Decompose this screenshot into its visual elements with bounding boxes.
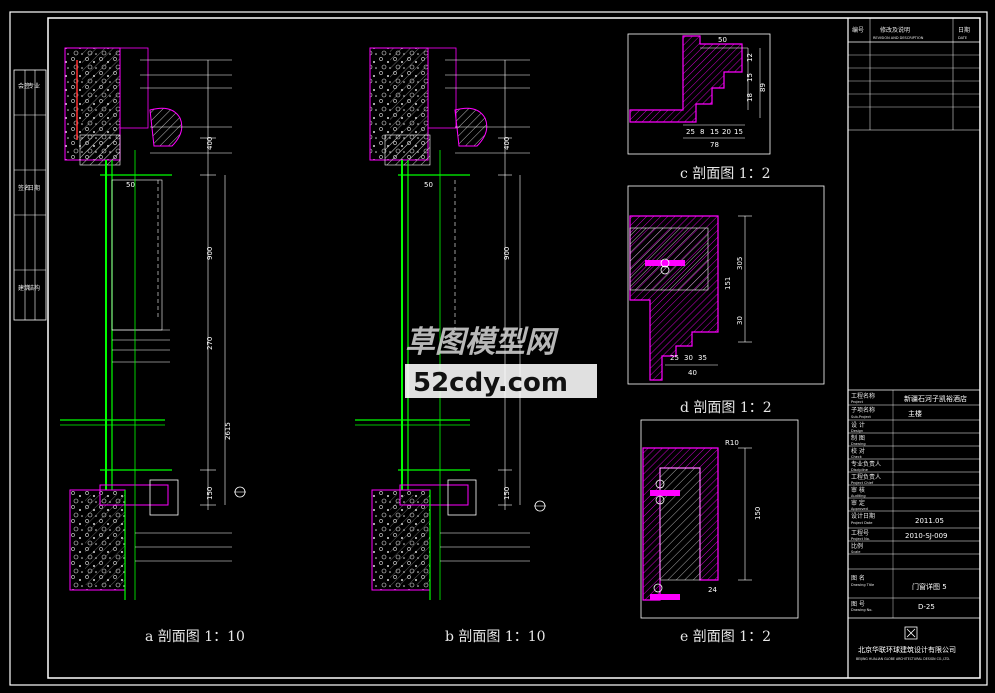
row-check: 校 对 bbox=[851, 447, 865, 455]
row-drawing-en: Drawing bbox=[851, 442, 866, 446]
strip-cell-6: 结构 bbox=[28, 284, 40, 292]
project-no-label: 工程号 bbox=[851, 529, 869, 537]
c-dim-78: 78 bbox=[710, 141, 719, 149]
row-discipline-en: Discipline bbox=[851, 468, 868, 472]
section-a-title: a 剖面图 1：10 bbox=[145, 629, 245, 645]
d-dim-40: 40 bbox=[688, 369, 697, 377]
b-dim-50: 50 bbox=[424, 181, 433, 189]
c-dim-8: 8 bbox=[700, 128, 704, 136]
row-auditing: 审 核 bbox=[851, 486, 865, 494]
rev-col-date-en: DATE bbox=[958, 36, 967, 40]
section-b-drawing: 400 900 150 50 bbox=[355, 47, 546, 600]
a-dim-span: 2615 bbox=[224, 422, 232, 440]
section-b-title: b 剖面图 1：10 bbox=[445, 629, 546, 645]
c-dim-15b: 15 bbox=[734, 128, 743, 136]
d-dim-30b: 30 bbox=[684, 354, 693, 362]
project-no-value: 2010-SJ-009 bbox=[905, 532, 948, 540]
row-approved: 审 定 bbox=[851, 499, 865, 507]
strip-cell-5: 建筑 bbox=[18, 284, 30, 292]
d-dim-30: 30 bbox=[736, 316, 744, 325]
c-dim-25: 25 bbox=[686, 128, 695, 136]
subproject-label: 子项名称 bbox=[851, 406, 875, 414]
c-dim-12: 12 bbox=[746, 53, 754, 62]
watermark: 草图模型网 52cdy.com bbox=[405, 325, 597, 398]
drawing-no-label-en: Drawing No. bbox=[851, 608, 872, 612]
date-label: 设计日期 bbox=[851, 512, 875, 520]
rev-col-desc-en: REVISION AND DESCRIPTION bbox=[873, 36, 924, 40]
row-auditing-en: Auditing bbox=[851, 494, 866, 498]
project-label-en: Project bbox=[851, 400, 864, 404]
project-value: 新疆石河子凯裕酒店 bbox=[904, 394, 967, 403]
c-dim-20: 20 bbox=[722, 128, 731, 136]
section-e-title: e 剖面图 1：2 bbox=[680, 629, 771, 645]
b-dim-400: 400 bbox=[503, 137, 511, 150]
c-dim-50: 50 bbox=[718, 36, 727, 44]
drawing-no-value: D-25 bbox=[918, 603, 935, 611]
a-dim-50: 50 bbox=[126, 181, 135, 189]
section-c-drawing: 50 25 8 15 20 15 78 12 15 18 89 bbox=[627, 33, 771, 155]
section-d-title: d 剖面图 1：2 bbox=[680, 400, 772, 416]
e-dim-150: 150 bbox=[754, 507, 762, 520]
c-dim-15a: 15 bbox=[710, 128, 719, 136]
a-dim-150: 150 bbox=[206, 487, 214, 500]
row-approved-en: Approved bbox=[851, 507, 868, 511]
watermark-url: 52cdy.com bbox=[413, 368, 568, 398]
a-dim-900: 900 bbox=[206, 247, 214, 260]
strip-cell-2: 专业 bbox=[28, 82, 40, 90]
d-dim-151: 151 bbox=[724, 277, 732, 290]
subproject-label-en: Sub-Project bbox=[851, 415, 872, 419]
rev-col-desc: 修改及说明 bbox=[880, 26, 910, 34]
title-label: 图 名 bbox=[851, 574, 865, 582]
a-dim-270: 270 bbox=[206, 337, 214, 350]
project-no-label-en: Project No. bbox=[851, 537, 870, 541]
scale-label: 比例 bbox=[851, 542, 863, 550]
a-dim-400: 400 bbox=[206, 137, 214, 150]
section-d-drawing: 305 151 30 25 30 35 40 bbox=[627, 185, 825, 385]
row-design-en: Design bbox=[851, 429, 863, 433]
d-dim-25: 25 bbox=[670, 354, 679, 362]
row-drawing: 制 图 bbox=[851, 434, 865, 442]
strip-cell-1: 会签 bbox=[18, 82, 30, 90]
left-signature-strip: 会签 专业 签名 日期 建筑 结构 bbox=[13, 69, 47, 321]
rev-col-no: 编号 bbox=[852, 26, 864, 34]
row-design: 设 计 bbox=[851, 421, 865, 429]
project-label: 工程名称 bbox=[851, 392, 875, 400]
d-dim-35: 35 bbox=[698, 354, 707, 362]
title-value: 门窗详图 5 bbox=[912, 582, 947, 591]
company-logo-icon bbox=[904, 626, 918, 640]
scale-label-en: Scale bbox=[851, 550, 860, 554]
section-c-title: c 剖面图 1：2 bbox=[680, 166, 771, 182]
company-name-en: BEIJING HUALIAN GLOBE ARCHITECTURAL DESI… bbox=[856, 657, 950, 661]
drawing-no-label: 图 号 bbox=[851, 601, 865, 608]
date-label-en: Project Date bbox=[851, 521, 872, 525]
c-dim-89: 89 bbox=[759, 83, 767, 92]
watermark-cn: 草图模型网 bbox=[405, 325, 559, 360]
strip-cell-3: 签名 bbox=[18, 184, 30, 192]
b-dim-900: 900 bbox=[503, 247, 511, 260]
row-chief: 工程负责人 bbox=[851, 473, 881, 481]
title-block bbox=[847, 18, 980, 678]
e-dim-r10: R10 bbox=[725, 439, 739, 447]
company-name: 北京华联环球建筑设计有限公司 bbox=[858, 645, 956, 654]
row-check-en: Check bbox=[851, 455, 863, 459]
row-chief-en: Project Chief bbox=[851, 481, 874, 485]
section-e-drawing: 150 R10 24 bbox=[640, 419, 799, 619]
strip-cell-4: 日期 bbox=[28, 184, 40, 192]
title-label-en: Drawing Title bbox=[851, 583, 874, 587]
row-discipline: 专业负责人 bbox=[851, 460, 881, 468]
rev-col-date: 日期 bbox=[958, 26, 970, 34]
c-dim-18: 18 bbox=[746, 93, 754, 102]
section-a-drawing: 400 900 270 150 2615 50 bbox=[60, 47, 246, 600]
outer-frame bbox=[9, 11, 988, 686]
e-dim-24: 24 bbox=[708, 586, 717, 594]
c-dim-15: 15 bbox=[746, 73, 754, 82]
date-value: 2011.05 bbox=[915, 517, 944, 525]
subproject-value: 主楼 bbox=[908, 409, 922, 418]
d-dim-305: 305 bbox=[736, 257, 744, 270]
b-dim-150: 150 bbox=[503, 487, 511, 500]
